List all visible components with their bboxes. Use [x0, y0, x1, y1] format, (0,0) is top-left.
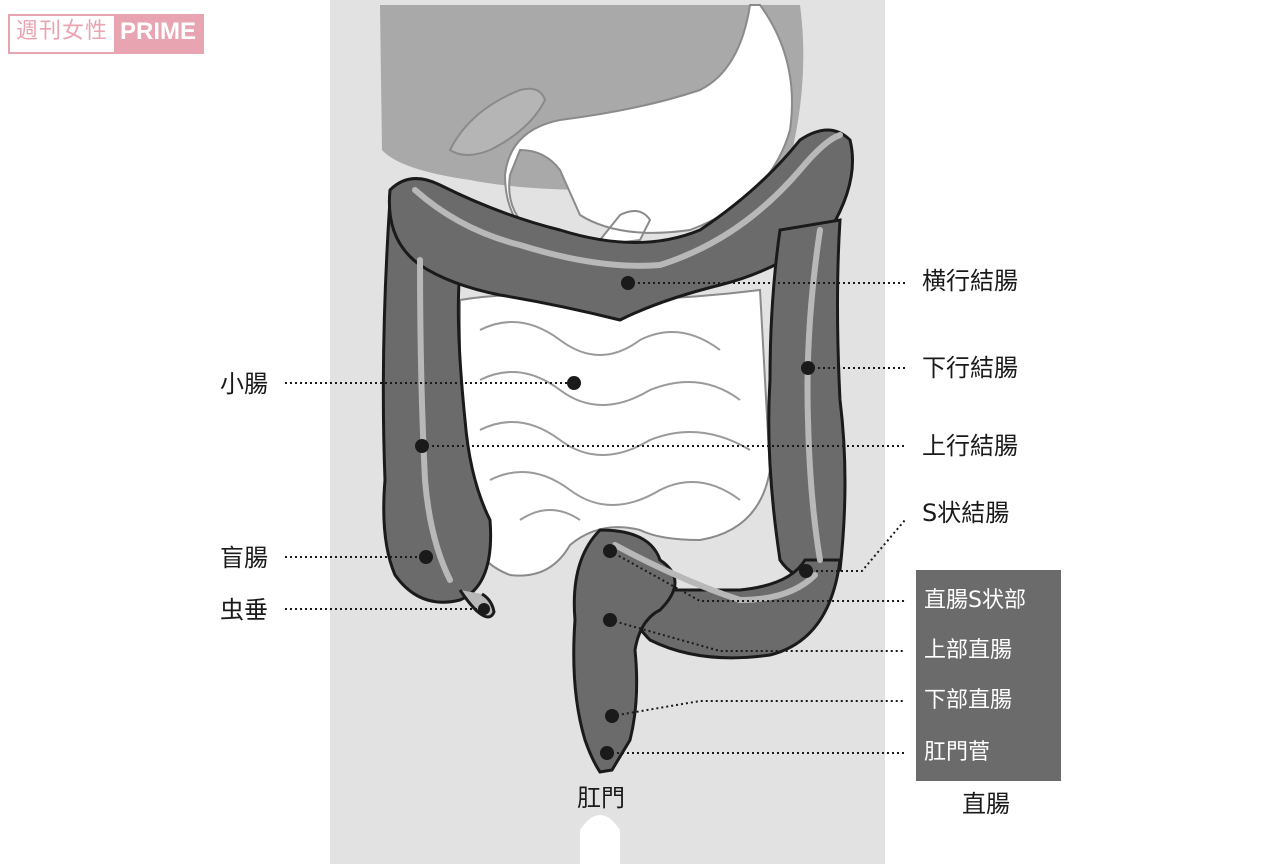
label-cecum: 盲腸 [220, 544, 268, 572]
label-anal-canal: 肛門菅 [924, 740, 991, 765]
colon-stripes [412, 132, 843, 604]
label-descending-colon: 下行結腸 [922, 354, 1018, 382]
ascending-colon-shape [381, 197, 493, 604]
label-small-intestine: 小腸 [220, 370, 268, 398]
leader-lines [285, 282, 906, 754]
point-markers [415, 276, 815, 760]
label-upper-rectum: 上部直腸 [924, 638, 1013, 663]
label-rectosigmoid: 直腸S状部 [924, 588, 1026, 613]
transverse-colon-shape [387, 128, 854, 322]
label-transverse-colon: 横行結腸 [922, 267, 1018, 295]
label-rectum: 直腸 [962, 790, 1010, 818]
small-intestine-loops [479, 321, 751, 521]
label-anus: 肛門 [577, 784, 625, 812]
label-appendix: 虫垂 [220, 596, 268, 624]
logo-text-accent: PRIME [114, 16, 203, 52]
rectum-label-box: 直腸S状部 上部直腸 下部直腸 肛門菅 [916, 570, 1061, 781]
label-sigmoid-colon: S状結腸 [922, 499, 1010, 527]
label-ascending-colon: 上行結腸 [922, 432, 1018, 460]
label-lower-rectum: 下部直腸 [924, 688, 1013, 713]
gallbladder-shape [448, 87, 547, 156]
logo-text-main: 週刊女性 [10, 16, 115, 52]
publisher-logo: 週刊女性 PRIME [8, 14, 205, 54]
